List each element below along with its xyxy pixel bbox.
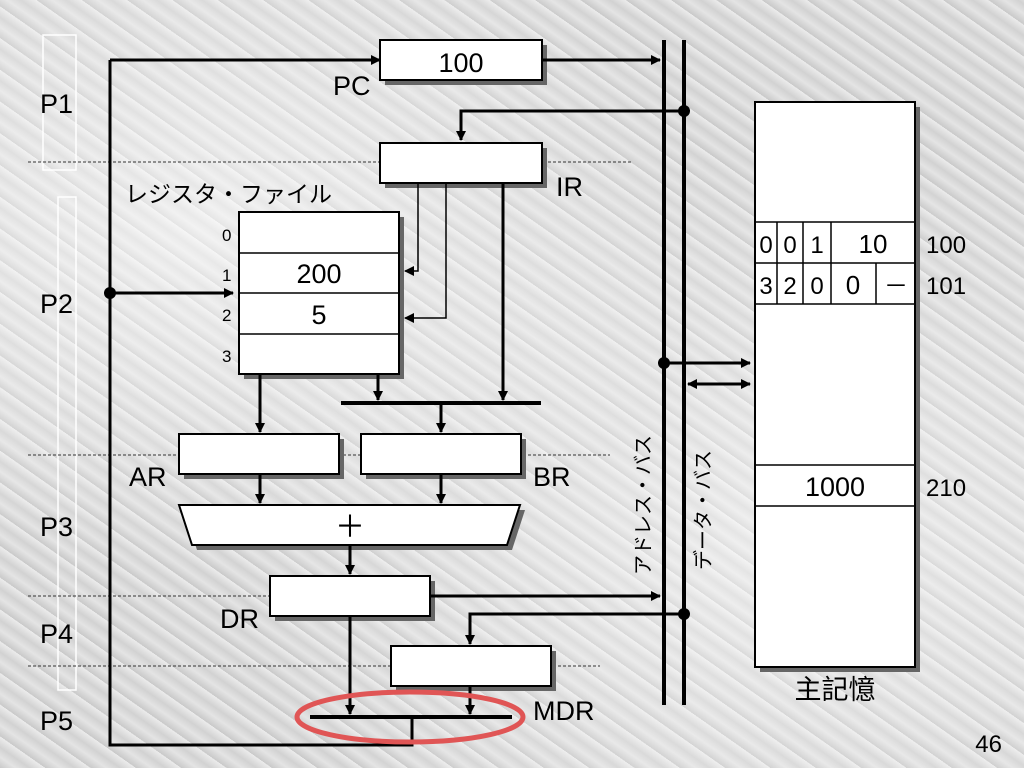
phase-label-p4: P4 — [40, 619, 73, 649]
feedback-wire — [108, 60, 414, 747]
mdr-label: MDR — [533, 696, 595, 726]
register-file-title: レジスタ・ファイル — [125, 181, 332, 207]
mem-101-cell-2: 0 — [810, 273, 823, 300]
reg-index-0: 0 — [222, 226, 231, 245]
alu-symbol: ＋ — [335, 511, 365, 544]
phase-label-p1: P1 — [40, 89, 73, 119]
mdr-register — [390, 645, 552, 687]
phase-label-p2: P2 — [40, 289, 73, 319]
ir-label: IR — [556, 172, 583, 202]
br-register — [360, 433, 522, 475]
mem-100-cell-2: 1 — [810, 232, 823, 259]
reg-1-value: 200 — [296, 259, 341, 289]
page-number: 46 — [975, 731, 1002, 758]
mem-210-value: 1000 — [805, 472, 865, 502]
mem-100-cell-3: 10 — [859, 229, 888, 259]
wire-ir-to-reg2 — [404, 183, 447, 323]
pc-register — [379, 39, 543, 81]
pc-value: 100 — [438, 48, 483, 78]
mem-100-cell-0: 0 — [759, 232, 772, 259]
mem-address-100: 100 — [926, 232, 966, 259]
main-memory — [754, 101, 916, 668]
reg-index-3: 3 — [222, 347, 231, 366]
junction-dot — [104, 287, 116, 299]
dr-label: DR — [220, 604, 259, 634]
reg-index-1: 1 — [222, 266, 231, 285]
data-bus-label: データ・バス — [692, 450, 715, 570]
br-label: BR — [533, 462, 571, 492]
reg-index-2: 2 — [222, 306, 231, 325]
phase-label-p3: P3 — [40, 512, 73, 542]
dr-register — [269, 575, 431, 617]
alu — [177, 504, 522, 546]
mem-address-210: 210 — [926, 475, 966, 502]
wire-data-bus-to-ir — [456, 109, 684, 141]
phase-label-p5: P5 — [40, 706, 73, 736]
ir-register — [379, 142, 543, 184]
mem-101-cell-4: － — [884, 273, 908, 300]
address-bus-label: アドレス・バス — [633, 435, 655, 575]
reg-2-value: 5 — [311, 300, 326, 330]
mem-101-cell-3: 0 — [846, 270, 860, 300]
mem-101-cell-1: 2 — [783, 273, 796, 300]
pc-label: PC — [333, 71, 371, 101]
ar-label: AR — [129, 462, 167, 492]
mem-101-cell-0: 3 — [759, 273, 772, 300]
highlight-ellipse — [294, 689, 526, 745]
phase-bracket-top — [42, 34, 77, 171]
main-memory-title: 主記憶 — [795, 675, 876, 705]
phase-bracket-bottom — [57, 196, 77, 691]
ar-register — [178, 433, 340, 475]
mem-address-101: 101 — [926, 273, 966, 300]
wire-data-bus-to-mdr — [465, 612, 684, 645]
mem-100-cell-1: 0 — [783, 232, 796, 259]
wire-ir-to-reg1 — [404, 183, 419, 276]
